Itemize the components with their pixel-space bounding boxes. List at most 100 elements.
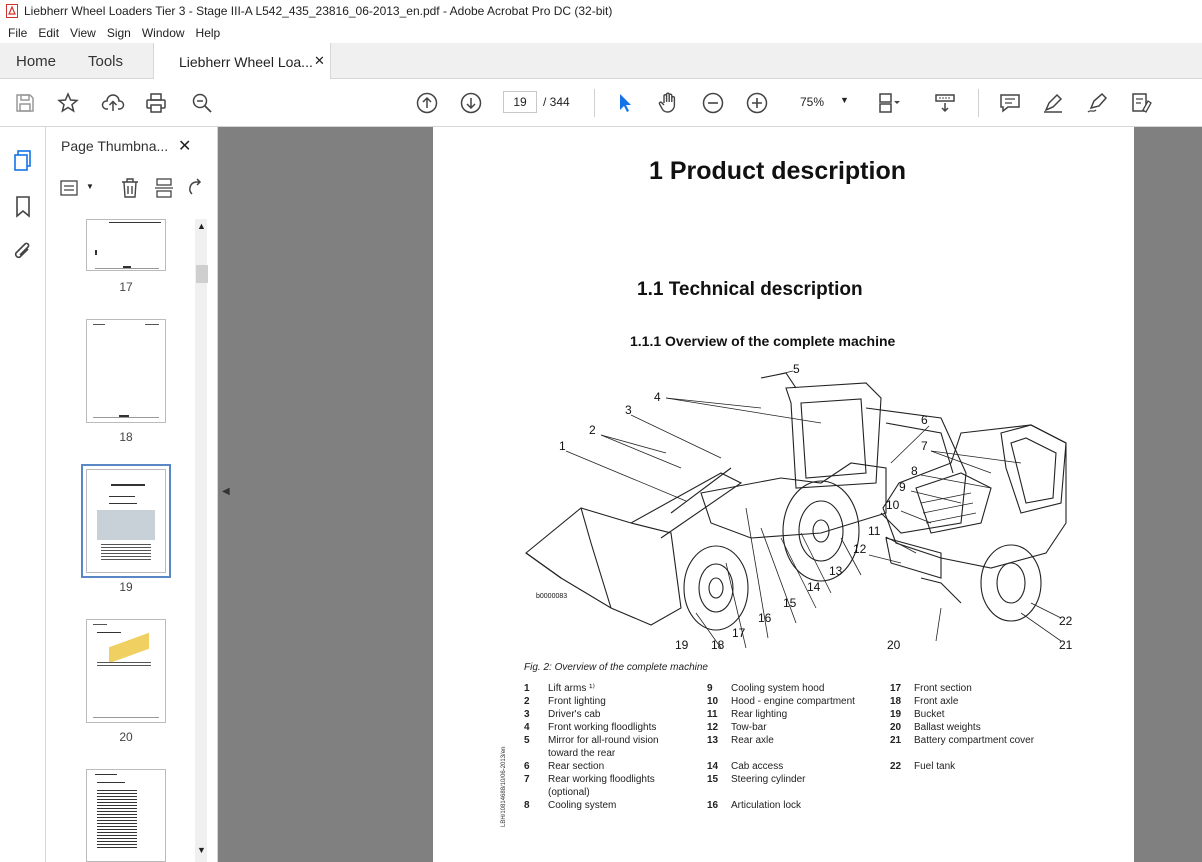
section-title: 1.1 Technical description: [637, 279, 863, 300]
thumbnail-page-21[interactable]: [86, 769, 166, 862]
page-fit-icon[interactable]: [877, 91, 901, 115]
figure-code: b0000083: [536, 593, 567, 600]
upload-cloud-icon[interactable]: [101, 91, 125, 115]
zoom-out-icon[interactable]: [701, 91, 725, 115]
page-number-input[interactable]: 19: [503, 91, 537, 113]
callout-11: 11: [868, 524, 881, 538]
tab-document[interactable]: Liebherr Wheel Loa... ✕: [153, 43, 331, 79]
menu-edit[interactable]: Edit: [38, 25, 60, 40]
save-icon[interactable]: [13, 91, 37, 115]
callout-13: 13: [829, 564, 843, 578]
close-tab-icon[interactable]: ✕: [314, 53, 325, 68]
hand-tool-icon[interactable]: [656, 91, 680, 115]
menu-file[interactable]: File: [8, 25, 28, 40]
menu-help[interactable]: Help: [195, 25, 221, 40]
fill-sign-icon[interactable]: [1129, 91, 1153, 115]
menu-sign[interactable]: Sign: [106, 25, 131, 40]
callout-17: 17: [732, 626, 746, 640]
menu-bar: File Edit View Sign Window Help: [0, 22, 1202, 43]
thumbnail-label: 18: [119, 430, 133, 444]
scroll-mode-icon[interactable]: [933, 91, 957, 115]
scrollbar-thumb[interactable]: [196, 265, 208, 283]
rear-view-machine-drawing: [882, 424, 1067, 569]
toolbar-divider: [978, 89, 979, 117]
menu-window[interactable]: Window: [141, 25, 185, 40]
zoom-dropdown-icon[interactable]: ▼: [840, 95, 849, 105]
attachments-icon[interactable]: [12, 241, 34, 265]
callout-14: 14: [807, 580, 821, 594]
page-total: / 344: [543, 95, 570, 109]
options-dropdown-icon[interactable]: ▼: [86, 182, 94, 191]
callout-19: 19: [675, 638, 689, 652]
thumbnail-page-20[interactable]: [86, 619, 166, 723]
thumbnail-page-17[interactable]: [86, 219, 166, 271]
close-panel-icon[interactable]: ✕: [178, 138, 192, 155]
draw-sign-icon[interactable]: [1085, 91, 1109, 115]
legend-row: toward the rear: [548, 748, 616, 759]
callout-10: 10: [886, 498, 900, 512]
highlight-pen-icon[interactable]: [1041, 91, 1065, 115]
bookmarks-icon[interactable]: [14, 195, 32, 219]
chapter-title: 1 Product description: [649, 157, 906, 185]
callout-15: 15: [783, 596, 797, 610]
pdf-app-icon: [6, 4, 18, 18]
rear-wheel-drawing: [782, 480, 860, 582]
callout-1: 1: [559, 439, 566, 453]
legend-row: [707, 747, 855, 760]
previous-page-icon[interactable]: [415, 91, 439, 115]
extract-pages-icon[interactable]: [154, 177, 174, 199]
print-icon[interactable]: [144, 91, 168, 115]
callout-22: 22: [1059, 614, 1073, 628]
title-bar: Liebherr Wheel Loaders Tier 3 - Stage II…: [0, 0, 1202, 22]
zoom-in-icon[interactable]: [745, 91, 769, 115]
page-thumbnails-icon[interactable]: [12, 149, 34, 173]
comment-icon[interactable]: [998, 91, 1022, 115]
toolbar-divider: [594, 89, 595, 117]
cab-drawing: [785, 382, 882, 489]
thumbnail-page-18[interactable]: [86, 319, 166, 423]
callout-4: 4: [654, 390, 661, 404]
menu-view[interactable]: View: [70, 25, 96, 40]
legend-row: [707, 786, 855, 799]
bucket-drawing: [525, 507, 682, 626]
callout-12: 12: [853, 542, 867, 556]
scroll-up-icon[interactable]: ▲: [197, 221, 206, 231]
scroll-down-icon[interactable]: ▼: [197, 845, 206, 855]
zoom-level[interactable]: 75%: [800, 95, 825, 109]
thumbnail-list: 17 18 19 20: [46, 219, 196, 862]
figure-caption: Fig. 2: Overview of the complete machine: [524, 662, 708, 673]
next-page-icon[interactable]: [459, 91, 483, 115]
wheel-loader-figure: 1 2 3 4 5 6 7 8 9 10 11 12 13 14 15 16 1…: [525, 363, 1073, 652]
options-menu-icon[interactable]: [60, 179, 82, 197]
callout-21: 21: [1059, 638, 1073, 652]
delete-page-icon[interactable]: [120, 177, 140, 199]
thumbnail-page-19[interactable]: [81, 464, 171, 578]
tab-document-label: Liebherr Wheel Loa...: [179, 54, 313, 70]
zoom-search-icon[interactable]: [190, 91, 214, 115]
collapse-panel-icon[interactable]: ◀: [222, 486, 230, 497]
thumbnail-scrollbar[interactable]: ▲ ▼: [195, 219, 208, 862]
tab-tools[interactable]: Tools: [88, 53, 124, 70]
rotate-page-icon[interactable]: [186, 177, 206, 199]
tab-home[interactable]: Home: [16, 53, 57, 70]
select-cursor-icon[interactable]: [613, 91, 637, 115]
bookmark-star-icon[interactable]: [56, 91, 80, 115]
callout-18: 18: [711, 638, 725, 652]
